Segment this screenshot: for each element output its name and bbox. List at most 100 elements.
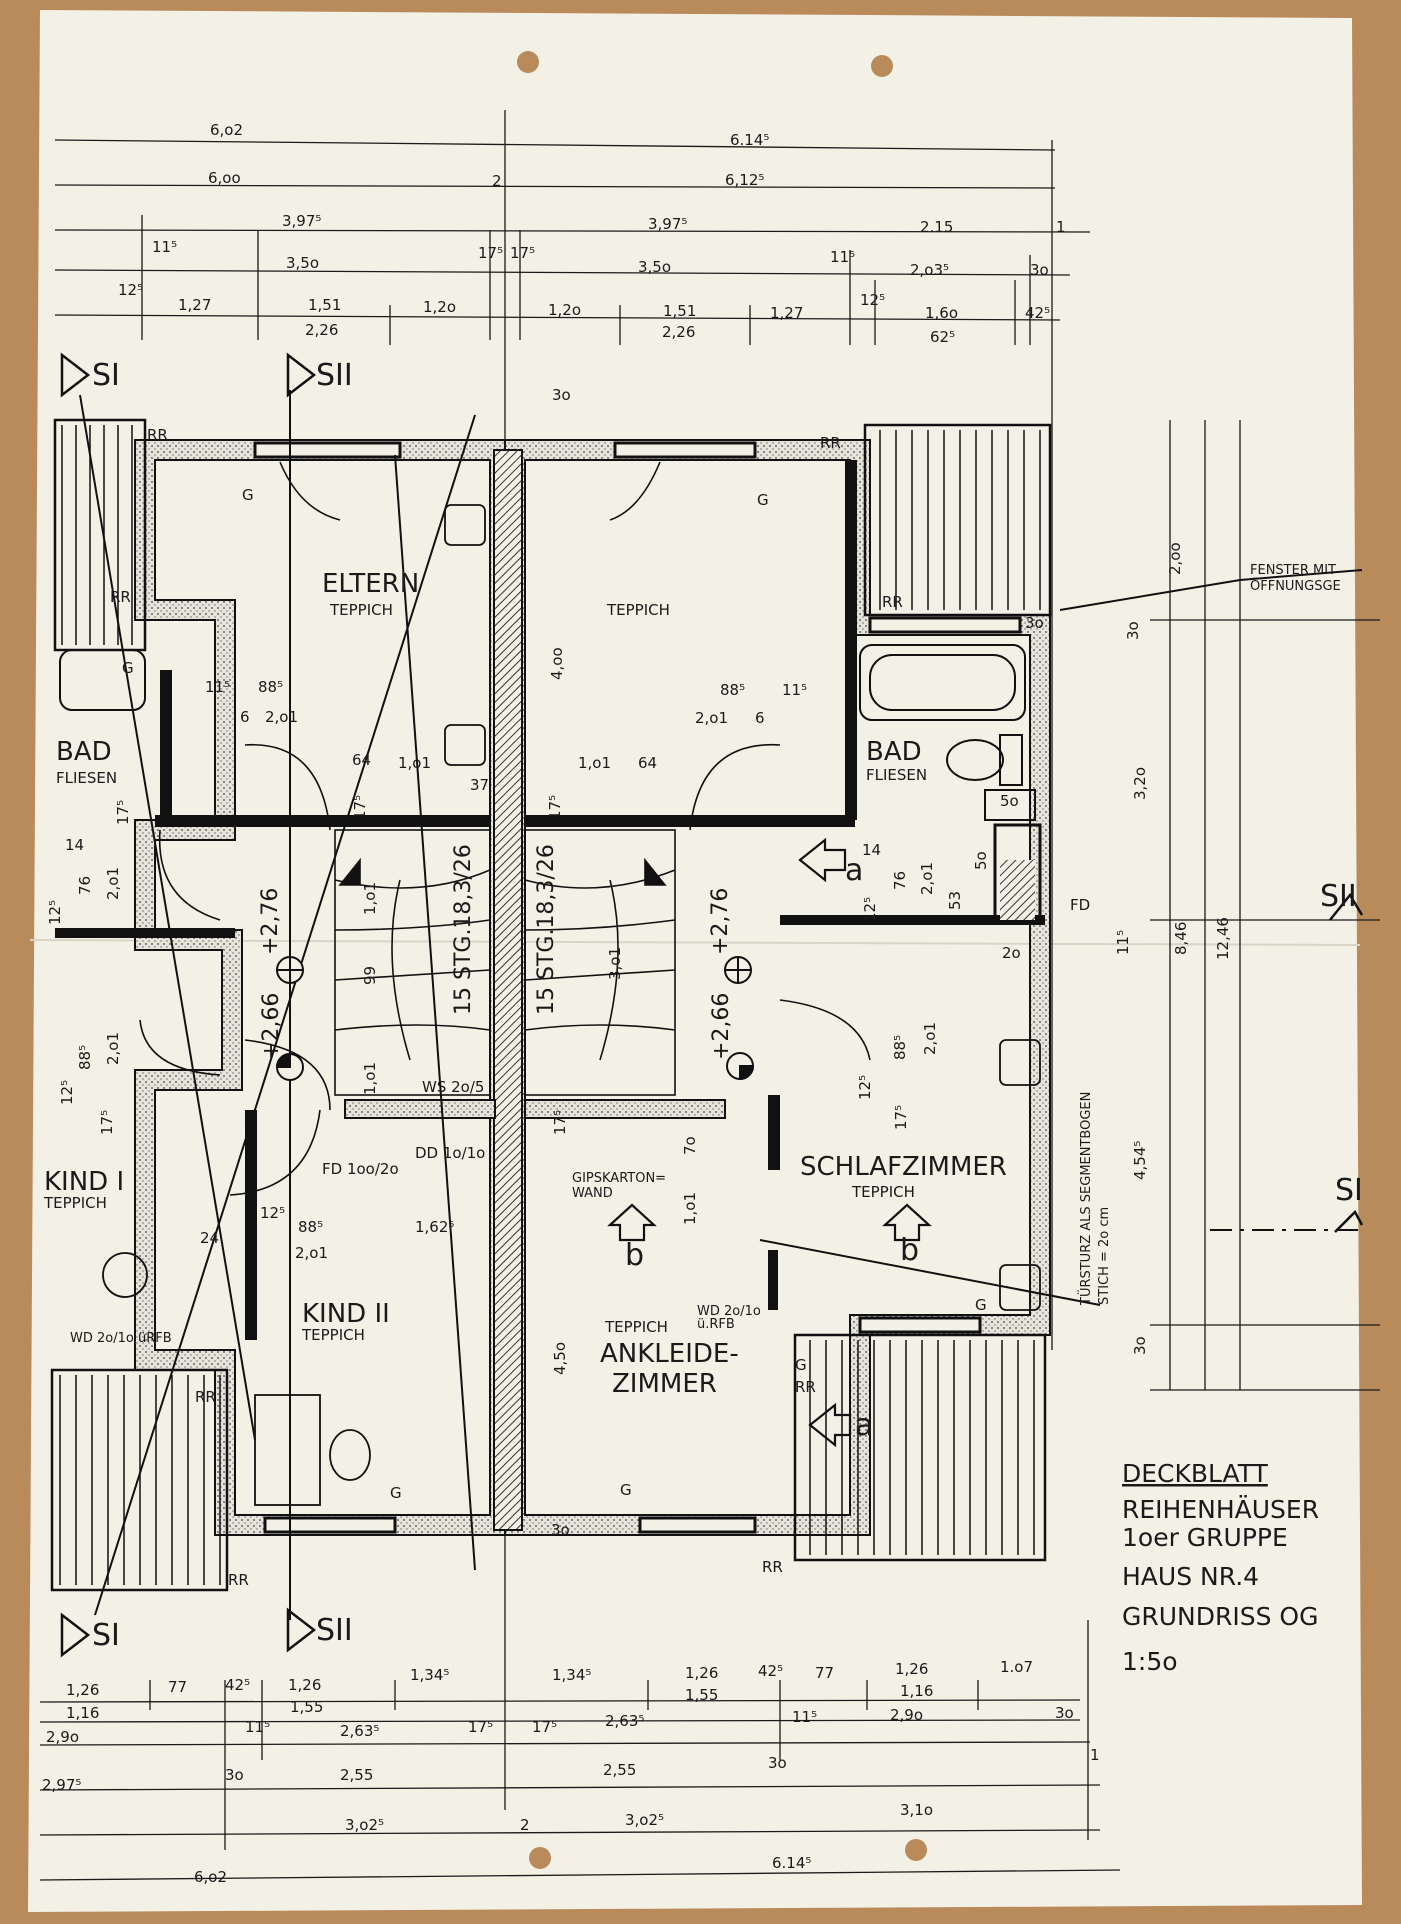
lintel-note-2: STICH = 2o cm <box>1097 1207 1112 1305</box>
stairs <box>334 829 676 1096</box>
dim-label: 3,o2⁵ <box>345 1816 384 1834</box>
radiator-marker: G <box>757 491 769 509</box>
room-bad-right: BAD <box>866 737 922 767</box>
dim-label: 2,55 <box>603 1761 636 1779</box>
dim-label: 17⁵ <box>510 244 535 262</box>
view-marker-a: a <box>845 853 863 888</box>
title-plan: GRUNDRISS OG <box>1122 1602 1318 1631</box>
dim-label: 2,55 <box>340 1766 373 1784</box>
lintel-note: TÜRSTURZ ALS SEGMENTBOGEN <box>1077 1092 1094 1306</box>
punch-hole <box>905 1839 927 1861</box>
dim-label: 3,o1 <box>606 947 624 980</box>
floor-drain-note: FD <box>1070 896 1090 914</box>
dim-label: 62⁵ <box>930 328 955 346</box>
balcony-bottom-right <box>793 1333 1047 1562</box>
section-lines <box>79 390 1363 1620</box>
dim-label: 6.14⁵ <box>772 1854 811 1872</box>
windows <box>253 441 1022 1534</box>
dim-label: 3o <box>768 1754 787 1772</box>
room-bad-left-floor: FLIESEN <box>56 769 117 787</box>
balcony-top-right <box>863 423 1052 617</box>
dim-label: 17⁵ <box>551 1110 569 1135</box>
dim-label: 1,55 <box>290 1698 323 1716</box>
right-dimensions: 2,oo 3o 3,2o 8,46 12,46 11⁵ 4,54⁵ 3o <box>1114 542 1232 1355</box>
title-project: REIHENHÄUSER <box>1122 1495 1319 1524</box>
dim-label: 42⁵ <box>1025 304 1050 322</box>
dim-label: 2,9o <box>890 1706 923 1724</box>
level-label: +2,66 <box>709 993 734 1060</box>
dim-label: 4,5o <box>551 1342 569 1375</box>
dim-label: 99 <box>361 966 379 985</box>
bottom-dimension-lines <box>39 1620 1121 1881</box>
dim-label: 6,oo <box>208 169 241 187</box>
dim-label: 2,o1 <box>104 867 122 900</box>
room-kind2: KIND II <box>302 1299 390 1329</box>
room-schlafzimmer: SCHLAFZIMMER <box>800 1152 1007 1182</box>
dim-label: 3o <box>1025 614 1044 632</box>
dim-label: 11⁵ <box>782 681 807 699</box>
radiator-marker: G <box>390 1484 402 1502</box>
bathroom-fixtures <box>59 644 1036 821</box>
section-label-si: SI <box>92 1618 120 1653</box>
dim-label: 17⁵ <box>114 800 132 825</box>
dim-label: 17⁵ <box>98 1110 116 1135</box>
section-label-sii: SII <box>1320 879 1357 914</box>
dim-label: 1,34⁵ <box>552 1666 591 1684</box>
dim-label: 3o <box>225 1766 244 1784</box>
dim-label: 1,26 <box>895 1660 928 1678</box>
dim-label: 14 <box>862 841 881 859</box>
punch-hole <box>517 51 539 73</box>
balcony-slats <box>59 425 1041 1585</box>
stairs-label-right: 15 STG.18,3/26 <box>534 844 559 1015</box>
dim-label: 6,12⁵ <box>725 171 764 189</box>
dim-label: 3,1o <box>900 1801 933 1819</box>
dim-label: 1,27 <box>770 304 803 322</box>
dim-label: 1.o7 <box>1000 1658 1033 1676</box>
dim-label: 1,26 <box>66 1681 99 1699</box>
dim-label: 11⁵ <box>792 1708 817 1726</box>
dim-label: 3o <box>1030 261 1049 279</box>
dim-label: 1,o1 <box>578 754 611 772</box>
dim-label: 12⁵ <box>118 281 143 299</box>
room-ankleide: ANKLEIDE- <box>600 1339 739 1369</box>
dim-label: 3o <box>1124 621 1142 640</box>
dim-label: 76 <box>891 871 909 890</box>
dim-label: 5o <box>1000 792 1019 810</box>
dim-label: 1,o1 <box>361 1062 379 1095</box>
level-symbols <box>275 956 755 1081</box>
top-dimensions: 6,o2 6.14⁵ 6,oo 6,12⁵ 3,97⁵ 3,97⁵ 2.15 1… <box>118 121 1066 346</box>
dim-label: 1,51 <box>663 302 696 320</box>
dim-label: 2.15 <box>920 218 953 236</box>
markers: G G G G G G G RR RR RR RR RR RR RR RR a … <box>92 358 1363 1653</box>
room-eltern: ELTERN <box>322 569 419 599</box>
dim-label: 77 <box>168 1678 187 1696</box>
dim-label: 1,16 <box>900 1682 933 1700</box>
dim-label: 6,o2 <box>194 1868 227 1886</box>
drain-marker: RR <box>820 434 841 452</box>
dim-label: 2,o1 <box>104 1032 122 1065</box>
dim-label: 12⁵ <box>861 897 879 922</box>
dim-label: 12⁵ <box>58 1080 76 1105</box>
wall-opening-note: WD 2o/1o üRFB <box>70 1331 172 1346</box>
view-marker-b: b <box>900 1233 919 1268</box>
dim-label: 2,o1 <box>921 1022 939 1055</box>
interior-dimensions: 11⁵ 88⁵ 6 2,o1 88⁵ 11⁵ 2,o1 6 64 1,o1 37… <box>46 386 1044 1539</box>
drain-marker: RR <box>795 1378 816 1396</box>
dim-label: 1,16 <box>66 1704 99 1722</box>
dim-label: 11⁵ <box>245 1718 270 1736</box>
dim-label: 3o <box>551 1521 570 1539</box>
dim-label: 12⁵ <box>46 900 64 925</box>
dim-label: 2,o1 <box>265 708 298 726</box>
dim-label: 42⁵ <box>758 1662 783 1680</box>
dim-label: 11⁵ <box>205 678 230 696</box>
dim-label: 76 <box>76 876 94 895</box>
dim-label: 17⁵ <box>468 1718 493 1736</box>
dim-label: 17⁵ <box>351 795 369 820</box>
ceiling-note: DD 1o/1o <box>415 1144 485 1162</box>
dim-label: 88⁵ <box>720 681 745 699</box>
radiator-marker: G <box>975 1296 987 1314</box>
radiator-marker: G <box>795 1356 807 1374</box>
dim-label: 4,54⁵ <box>1131 1141 1149 1180</box>
drywall-note-2: WAND <box>572 1186 613 1201</box>
right-dimension-lines <box>1150 420 1380 1391</box>
